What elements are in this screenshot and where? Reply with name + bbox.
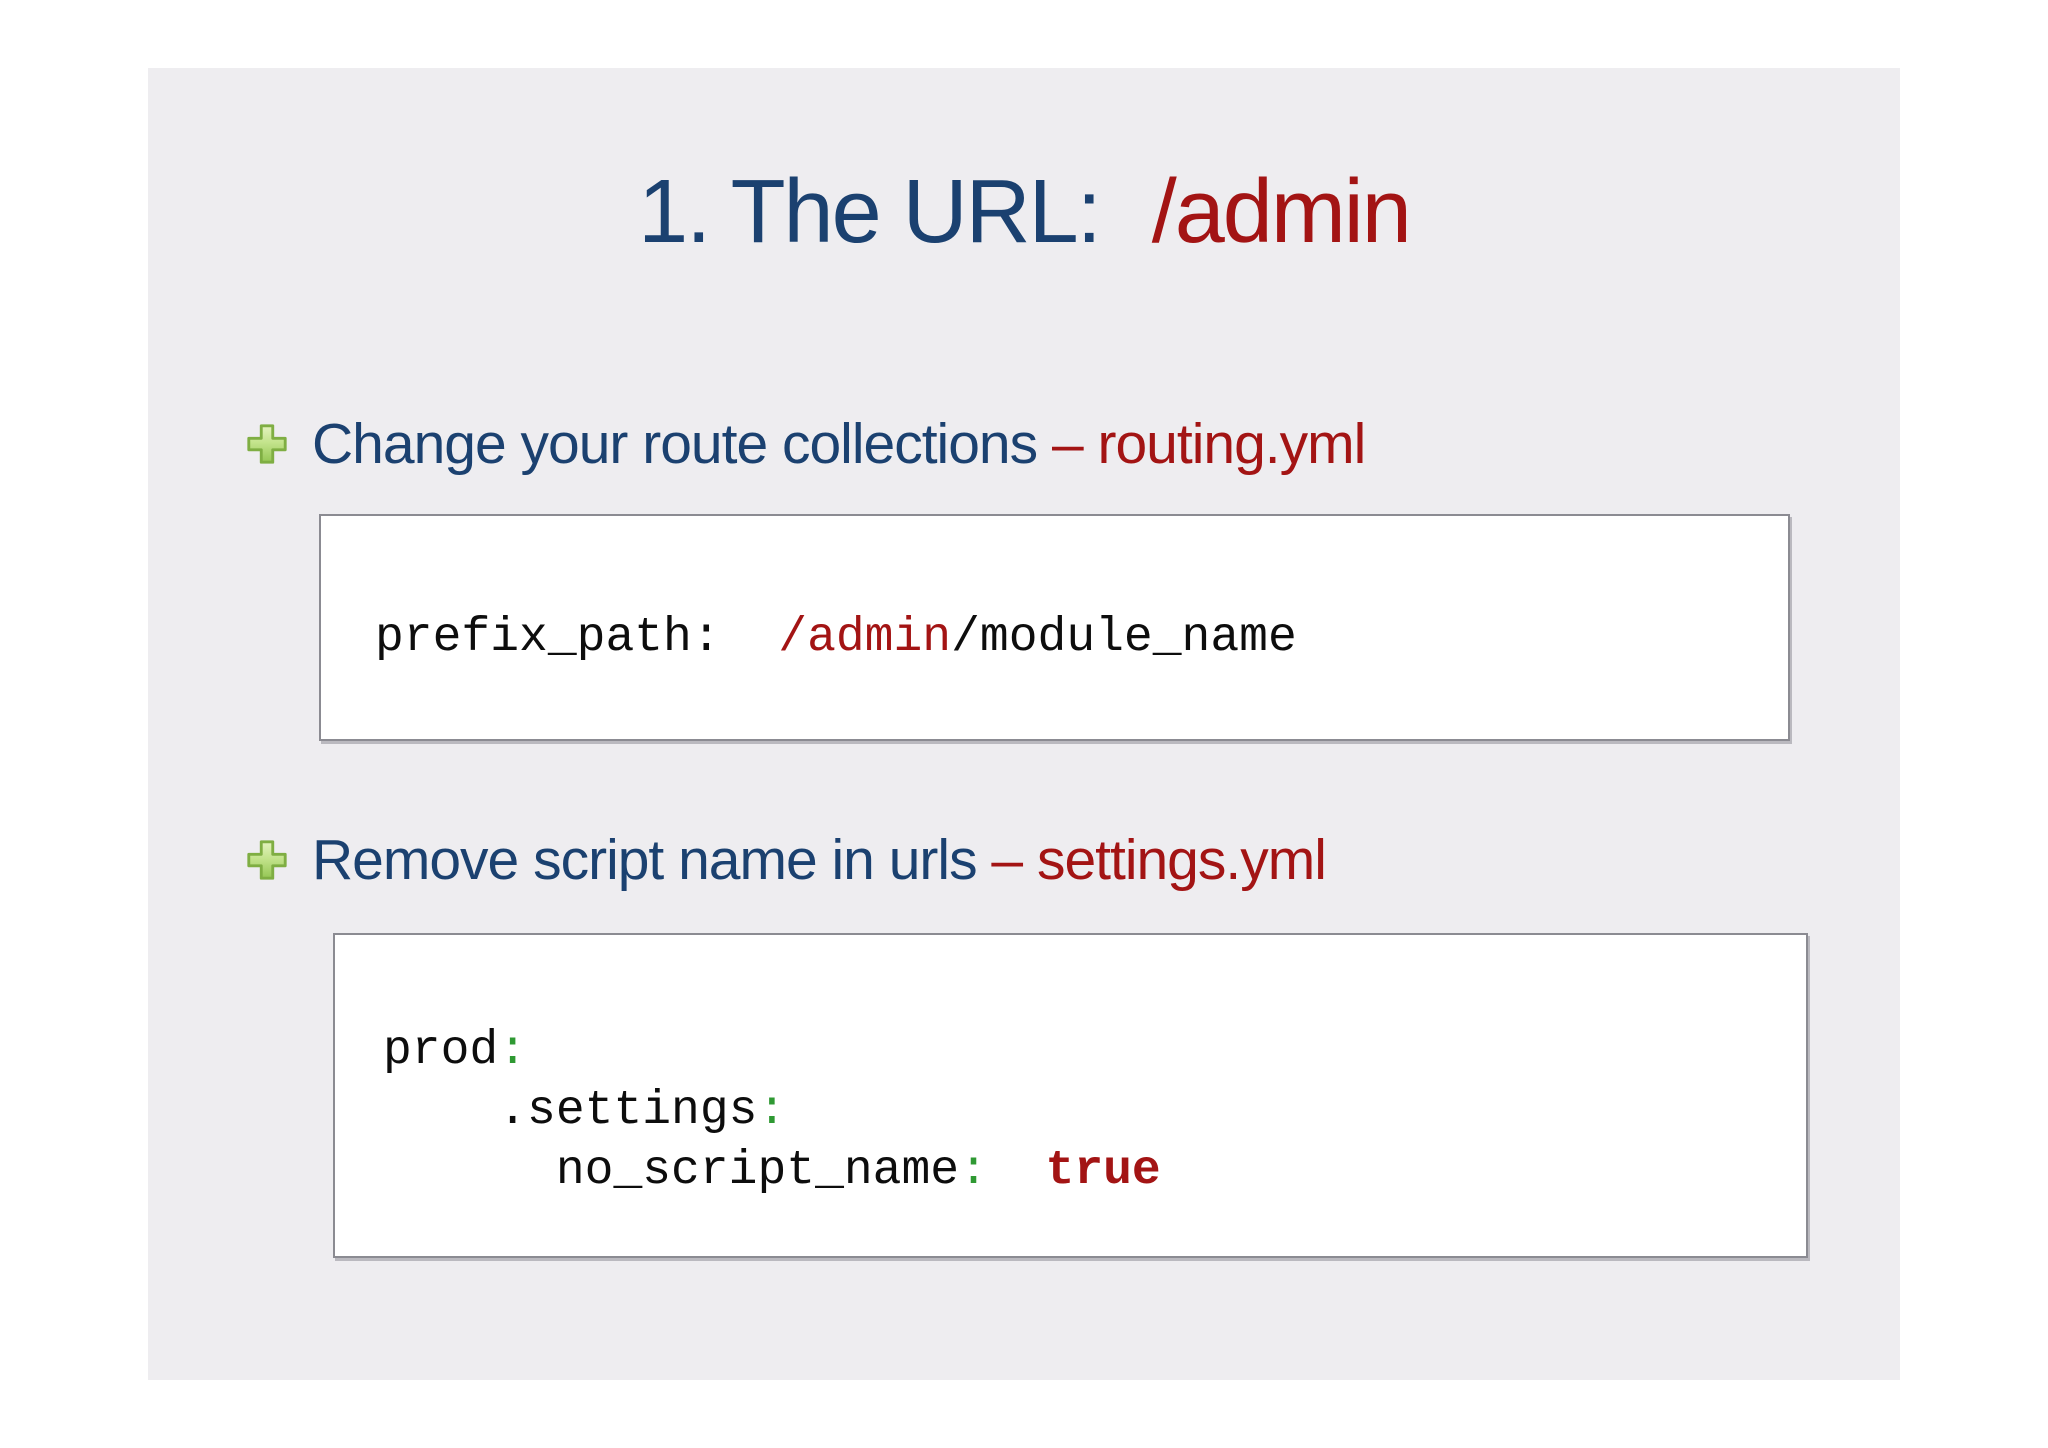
code-line: prefix_path: /admin/module_name bbox=[375, 608, 1788, 668]
bullet-main-text: Remove script name in urls bbox=[312, 828, 992, 892]
bullet-text: Change your route collections – routing.… bbox=[312, 410, 1366, 478]
code-box-routing: prefix_path: /admin/module_name bbox=[319, 514, 1790, 741]
title-text: 1. The URL: bbox=[638, 162, 1102, 262]
code-token: /admin bbox=[778, 611, 952, 665]
bullet-accent-text: – routing.yml bbox=[1051, 412, 1366, 476]
code-box-settings: prod: .settings: no_script_name: true bbox=[333, 933, 1808, 1258]
code-token: /module_name bbox=[951, 611, 1297, 665]
plus-icon bbox=[244, 421, 290, 467]
code-line: .settings: bbox=[383, 1081, 1806, 1141]
code-token: prefix_path: bbox=[375, 611, 721, 665]
code-token bbox=[988, 1144, 1046, 1198]
code-line: no_script_name: true bbox=[383, 1141, 1806, 1201]
plus-icon bbox=[244, 837, 290, 883]
code-token: true bbox=[1045, 1144, 1161, 1198]
code-token: : bbox=[757, 1084, 787, 1138]
code-token: prod bbox=[383, 1024, 499, 1078]
code-line: prod: bbox=[383, 1021, 1806, 1081]
bullet-item-settings: Remove script name in urls – settings.ym… bbox=[244, 826, 1327, 894]
slide-title: 1. The URL: /admin bbox=[148, 163, 1900, 262]
code-token: no_script_name bbox=[383, 1144, 960, 1198]
code-token: : bbox=[498, 1024, 528, 1078]
bullet-item-routing: Change your route collections – routing.… bbox=[244, 410, 1366, 478]
slide: 1. The URL: /admin Change your route coll… bbox=[148, 68, 1900, 1380]
code-token bbox=[721, 611, 779, 665]
code-token: .settings bbox=[383, 1084, 758, 1138]
code-token: : bbox=[959, 1144, 988, 1198]
title-accent: /admin bbox=[1151, 162, 1412, 262]
bullet-main-text: Change your route collections bbox=[312, 412, 1052, 476]
bullet-accent-text: – settings.yml bbox=[991, 828, 1326, 892]
bullet-text: Remove script name in urls – settings.ym… bbox=[312, 826, 1327, 894]
